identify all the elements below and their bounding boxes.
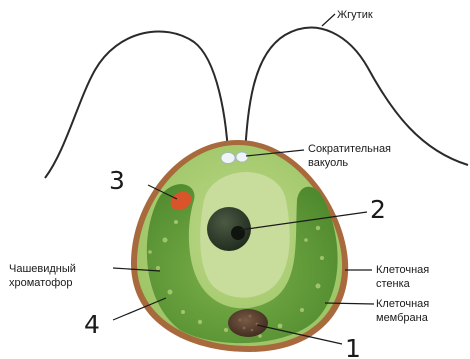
label-cell-wall-1: Клеточная (376, 264, 429, 276)
label-contractile-vacuole-1: Сократительная (308, 143, 391, 155)
label-cell-wall-2: стенка (376, 278, 411, 290)
nucleolus (231, 226, 245, 240)
number-nucleus: 2 (370, 195, 386, 224)
number-chromatophore: 4 (84, 310, 100, 339)
pyrenoid (228, 309, 268, 337)
label-cell-membrane-1: Клеточная (376, 298, 429, 310)
label-cup-chromatophore-2: хроматофор (9, 277, 73, 289)
label-contractile-vacuole-2: вакуоль (308, 157, 348, 169)
label-cell-membrane-2: мембрана (376, 312, 429, 324)
label-flagellum: Жгутик (337, 9, 373, 21)
number-eyespot: 3 (109, 166, 125, 195)
leader-flagellum (322, 14, 335, 26)
label-cup-chromatophore-1: Чашевидный (9, 263, 76, 275)
number-pyrenoid: 1 (345, 334, 361, 359)
